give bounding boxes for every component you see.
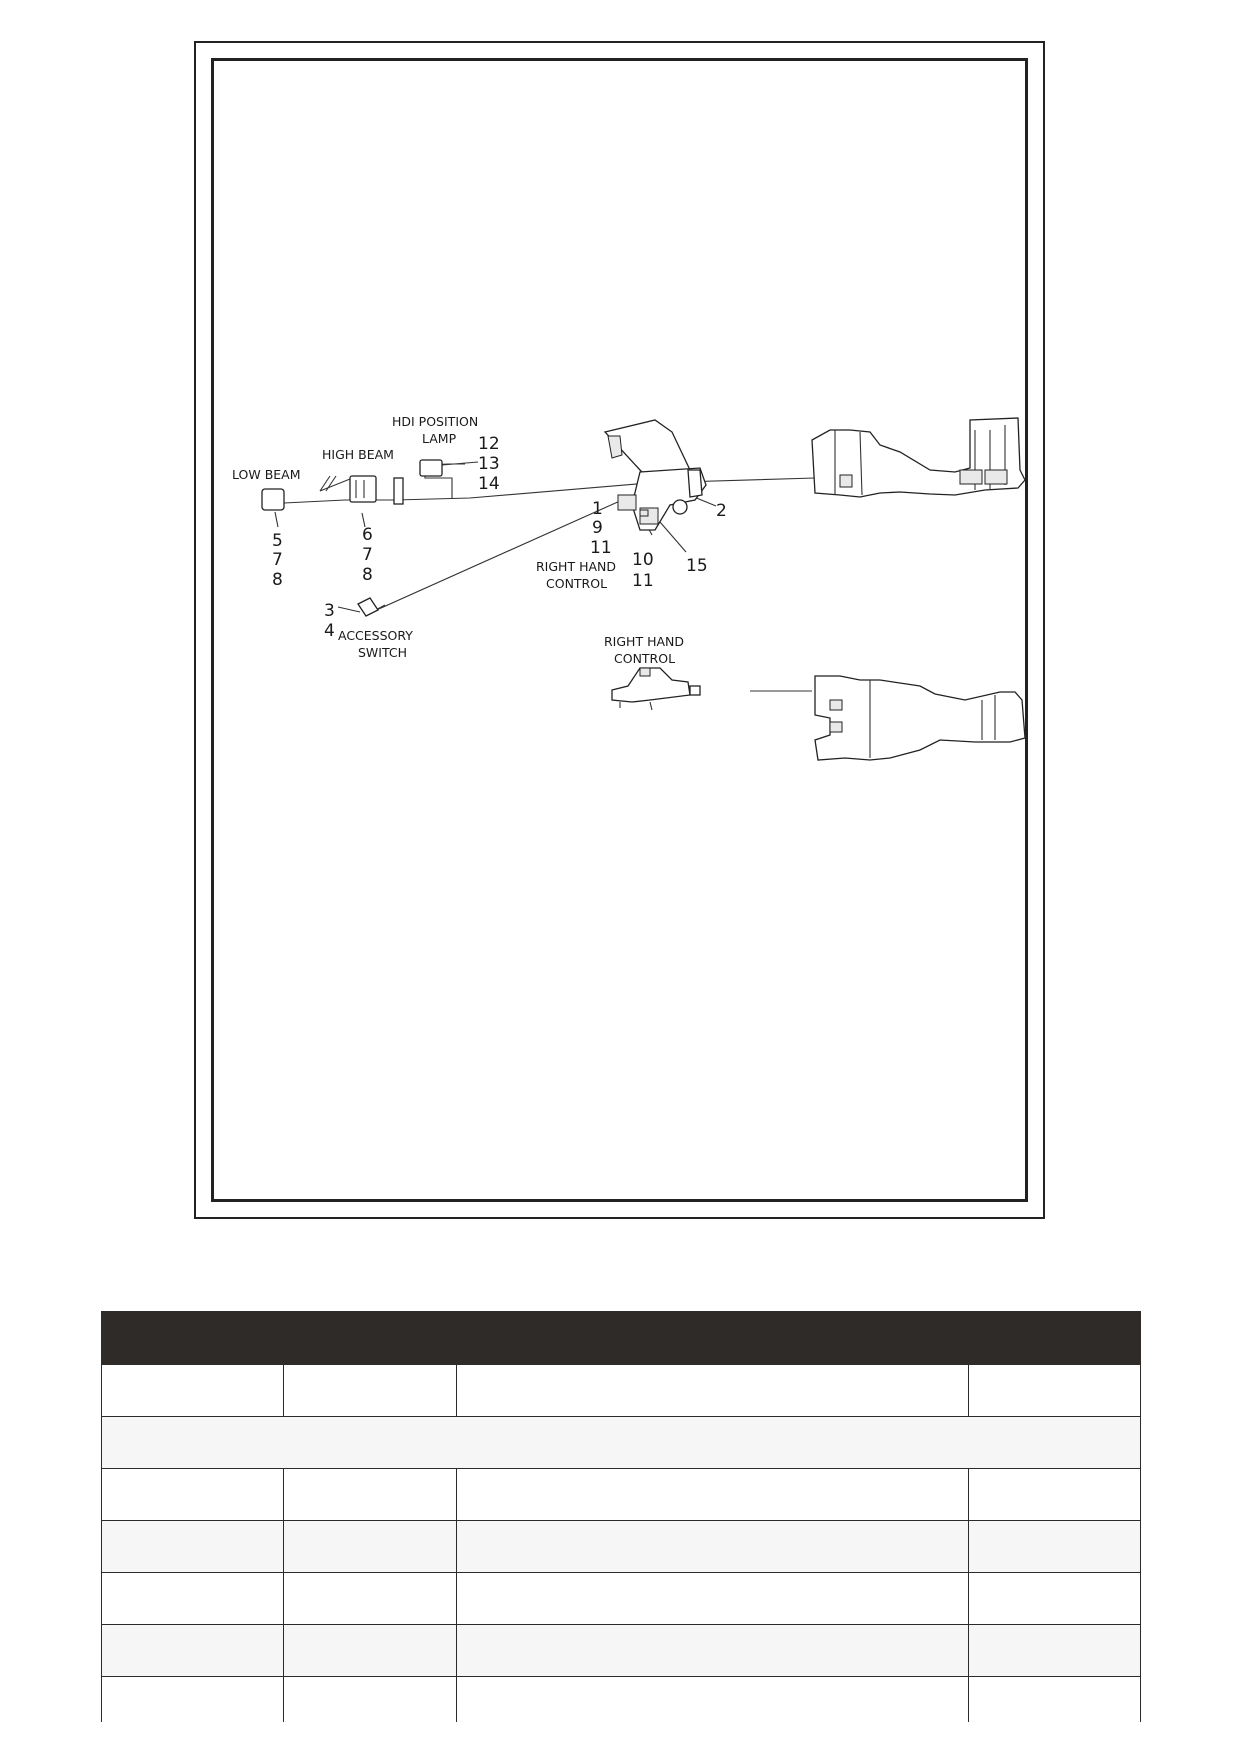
table-cell [456, 1572, 969, 1625]
table-cell [456, 1364, 969, 1417]
right-hand-control-label-2: CONTROL [546, 576, 607, 591]
table-cell [968, 1676, 1141, 1722]
callout-2: 2 [716, 501, 727, 521]
callout-1: 1 [592, 499, 603, 519]
callout-7: 7 [362, 545, 373, 565]
handlebar-lower [814, 675, 1026, 761]
table-row [101, 1364, 1141, 1417]
handlebar-upper [811, 417, 1026, 498]
right-hand-control-lower [611, 667, 701, 711]
table-cell [283, 1572, 457, 1625]
table-cell [101, 1676, 284, 1722]
high-beam-label: HIGH BEAM [322, 447, 394, 462]
callout-9: 9 [592, 518, 603, 538]
callout-12: 12 [478, 434, 500, 454]
table-cell [101, 1572, 284, 1625]
table-header-cell [456, 1311, 969, 1365]
callout-3: 3 [324, 601, 335, 621]
callout-6: 6 [362, 525, 373, 545]
table-cell [456, 1520, 969, 1573]
parts-table [101, 1311, 1141, 1722]
table-header-cell [968, 1311, 1141, 1365]
table-header-row [101, 1311, 1141, 1365]
accessory-switch-connector [357, 597, 379, 617]
table-section-cell [101, 1416, 1141, 1469]
table-cell [283, 1520, 457, 1573]
table-cell [283, 1364, 457, 1417]
table-cell [968, 1520, 1141, 1573]
hdi-lamp-label: LAMP [422, 431, 457, 446]
callout-5: 5 [272, 531, 283, 551]
table-cell [968, 1468, 1141, 1521]
harness-clip [393, 477, 404, 505]
table-cell [456, 1468, 969, 1521]
diagram-inner-frame [211, 58, 1028, 1202]
table-cell [101, 1364, 284, 1417]
table-row [101, 1468, 1141, 1521]
callout-8: 8 [362, 565, 373, 585]
right-hand-control-lower-label-2: CONTROL [614, 651, 675, 666]
diagram-outer-frame [194, 41, 1045, 1219]
wiring-diagram: LOW BEAM HIGH BEAM HDI POSITION LAMP RIG… [232, 414, 1026, 761]
right-hand-control-assembly [603, 419, 707, 531]
table-cell [283, 1676, 457, 1722]
low-beam-label: LOW BEAM [232, 467, 301, 482]
right-hand-control-label-1: RIGHT HAND [536, 559, 616, 574]
table-row [101, 1676, 1141, 1722]
right-hand-control-lower-label-1: RIGHT HAND [604, 634, 684, 649]
table-cell [283, 1468, 457, 1521]
table-cell [456, 1676, 969, 1722]
table-header-cell [101, 1311, 284, 1365]
low-beam-connector [261, 488, 285, 511]
table-cell [283, 1624, 457, 1677]
table-header-cell [283, 1311, 457, 1365]
table-cell [968, 1364, 1141, 1417]
table-cell [101, 1520, 284, 1573]
accessory-switch-label: SWITCH [358, 645, 407, 660]
callout-7: 7 [272, 550, 283, 570]
callout-4: 4 [324, 621, 335, 641]
callout-11: 11 [590, 538, 612, 558]
table-row [101, 1520, 1141, 1573]
accessory-label: ACCESSORY [338, 628, 413, 643]
table-cell [101, 1624, 284, 1677]
table-cell [968, 1624, 1141, 1677]
hdi-position-label: HDI POSITION [392, 414, 478, 429]
hdi-lamp-connector [419, 459, 443, 477]
callout-13: 13 [478, 454, 500, 474]
table-section-row [101, 1416, 1141, 1469]
callout-8: 8 [272, 570, 283, 590]
high-beam-connector [349, 475, 377, 503]
callout-15: 15 [686, 556, 708, 576]
callout-10: 10 [632, 550, 654, 570]
callout-11: 11 [632, 571, 654, 591]
table-row [101, 1624, 1141, 1677]
table-row [101, 1572, 1141, 1625]
callout-14: 14 [478, 474, 500, 494]
table-cell [456, 1624, 969, 1677]
table-cell [101, 1468, 284, 1521]
table-cell [968, 1572, 1141, 1625]
